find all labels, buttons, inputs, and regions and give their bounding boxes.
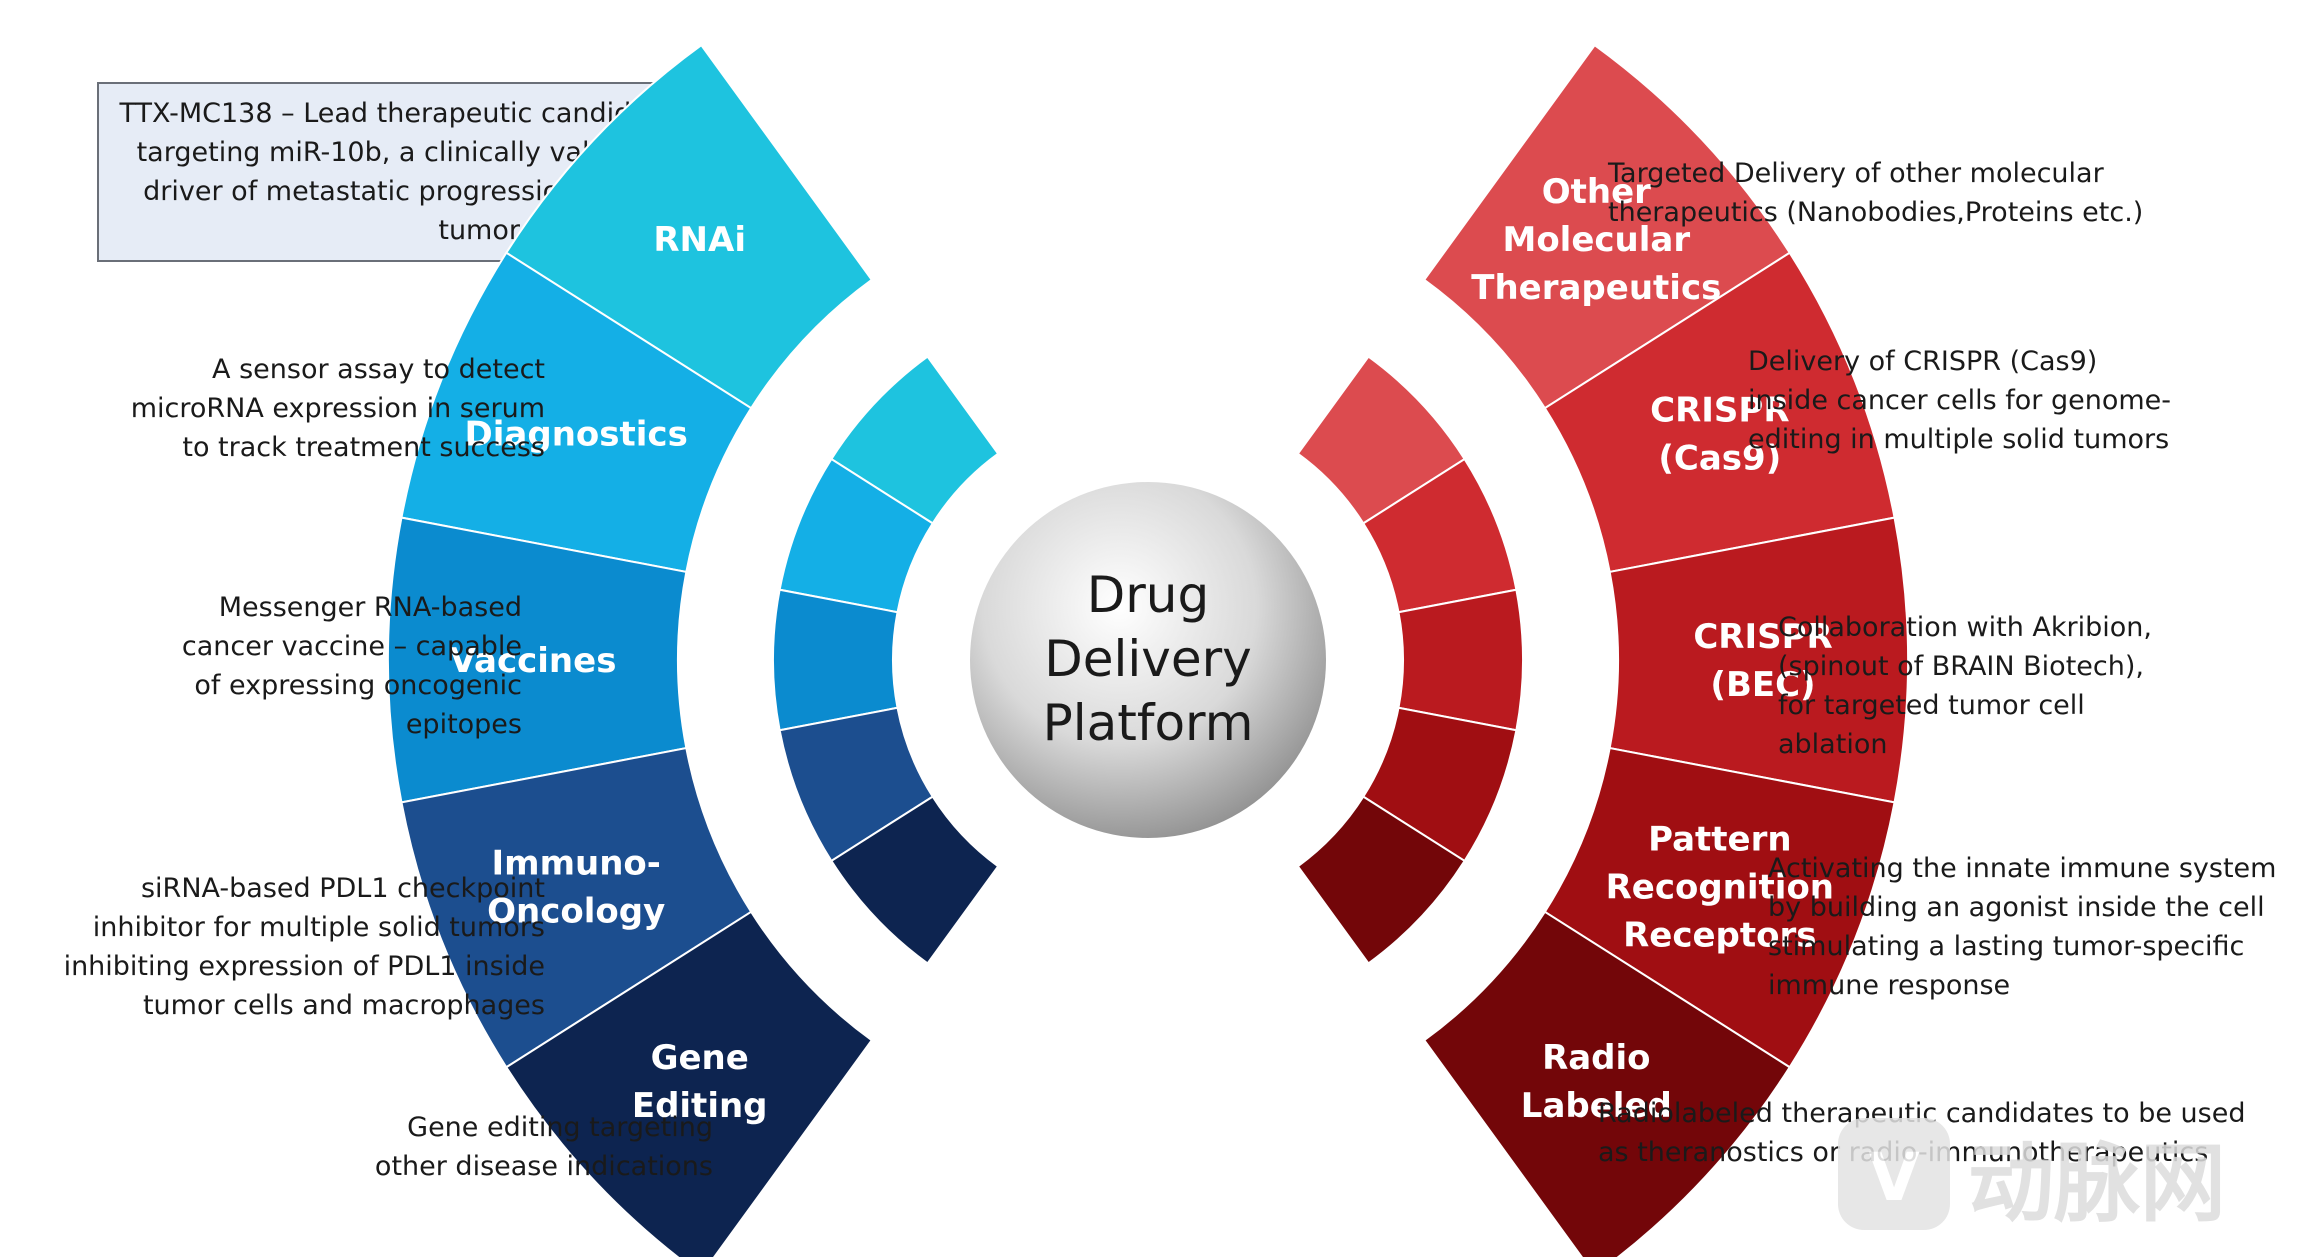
right-segment-label-other-molecular: Therapeutics: [1471, 268, 1721, 308]
right-description-crispr-bec: Collaboration with Akribion,: [1778, 612, 2152, 643]
right-segment-label-crispr-bec: (BEC): [1710, 665, 1815, 705]
right-description-crispr-cas9: editing in multiple solid tumors: [1748, 424, 2169, 455]
hub-circle: [970, 482, 1326, 838]
segment-descriptions: A sensor assay to detect microRNA express…: [64, 158, 2277, 1182]
left-inner-segment-gene-editing: [829, 795, 1000, 965]
hub-label-line: Platform: [1043, 694, 1254, 752]
right-description-pattern-recognition: stimulating a lasting tumor-specific: [1768, 931, 2244, 962]
left-description-diagnostics: microRNA expression in serum: [131, 393, 545, 424]
left-segment-label-diagnostics: Diagnostics: [465, 415, 688, 455]
right-segment-radio-labeled: [1422, 910, 1792, 1257]
watermark-text: 动脉网: [1968, 1134, 2226, 1234]
left-description-immuno-oncology: inhibiting expression of PDL1 inside: [64, 951, 545, 982]
right-segment-label-radio-labeled: Labeled: [1521, 1086, 1672, 1126]
left-segment-label-immuno-oncology: Immuno-: [491, 843, 660, 883]
left-segment-label-immuno-oncology: Oncology: [487, 891, 665, 931]
hub-label-line: Delivery: [1044, 630, 1252, 688]
right-segment-label-radio-labeled: Radio: [1542, 1038, 1650, 1078]
right-segment-label-crispr-cas9: (Cas9): [1658, 439, 1781, 479]
left-description-vaccines: epitopes: [406, 709, 522, 740]
hub-label-line: Drug: [1087, 566, 1210, 624]
right-description-crispr-cas9: Delivery of CRISPR (Cas9): [1748, 346, 2097, 377]
right-description-crispr-bec: ablation: [1778, 729, 1887, 760]
left-description-gene-editing: other disease indications: [375, 1151, 713, 1182]
left-outer-ring: [387, 43, 874, 1257]
right-description-pattern-recognition: immune response: [1768, 970, 2010, 1001]
right-segment-label-pattern-recognition: Receptors: [1623, 915, 1816, 955]
left-description-immuno-oncology: inhibitor for multiple solid tumors: [93, 912, 545, 943]
right-inner-ring: [1296, 355, 1524, 965]
right-description-other-molecular: Targeted Delivery of other molecular: [1607, 158, 2105, 189]
left-description-immuno-oncology: tumor cells and macrophages: [143, 990, 545, 1021]
right-segment-label-pattern-recognition: Pattern: [1648, 819, 1792, 859]
watermark-logo-glyph: V: [1868, 1139, 1919, 1216]
right-outer-ring: [1422, 43, 1909, 1257]
left-segment-label-gene-editing: Editing: [632, 1086, 768, 1126]
right-segment-label-other-molecular: Other: [1542, 172, 1651, 212]
watermark: V 动脉网: [1838, 1118, 2226, 1234]
right-segment-label-crispr-cas9: CRISPR: [1650, 391, 1789, 431]
left-inner-segment-vaccines: [772, 588, 899, 732]
right-description-crispr-bec: (spinout of BRAIN Biotech),: [1778, 651, 2144, 682]
right-description-crispr-cas9: inside cancer cells for genome-: [1748, 385, 2171, 416]
left-segment-label-rnai: RNAi: [653, 220, 746, 260]
left-description-vaccines: of expressing oncogenic: [194, 670, 522, 701]
left-description-gene-editing: Gene editing targeting: [407, 1112, 713, 1143]
left-description-vaccines: cancer vaccine – capable: [182, 631, 522, 662]
right-segment-label-pattern-recognition: Recognition: [1606, 867, 1834, 907]
left-segment-label-vaccines: Vaccines: [450, 641, 617, 681]
left-description-diagnostics: to track treatment success: [182, 432, 545, 463]
right-description-other-molecular: therapeutics (Nanobodies,Proteins etc.): [1608, 197, 2143, 228]
left-segment-gene-editing: [504, 910, 874, 1257]
right-description-crispr-bec: for targeted tumor cell: [1778, 690, 2085, 721]
right-segment-label-other-molecular: Molecular: [1502, 220, 1690, 260]
left-description-diagnostics: A sensor assay to detect: [212, 354, 545, 385]
right-inner-segment-crispr-bec: [1397, 588, 1524, 732]
left-segment-label-gene-editing: Gene: [651, 1038, 749, 1078]
left-description-vaccines: Messenger RNA-based: [219, 592, 522, 623]
right-description-pattern-recognition: by building an agonist inside the cell: [1768, 892, 2265, 923]
watermark-logo-icon: [1838, 1118, 1950, 1230]
left-inner-ring: [772, 355, 1000, 965]
right-segment-label-crispr-bec: CRISPR: [1693, 617, 1832, 657]
right-inner-segment-radio-labeled: [1296, 795, 1467, 965]
left-description-immuno-oncology: siRNA-based PDL1 checkpoint: [141, 873, 545, 904]
callout-line: TTX-MC138 – Lead therapeutic candidate: [118, 98, 675, 129]
right-description-pattern-recognition: Activating the innate immune system: [1768, 853, 2276, 884]
